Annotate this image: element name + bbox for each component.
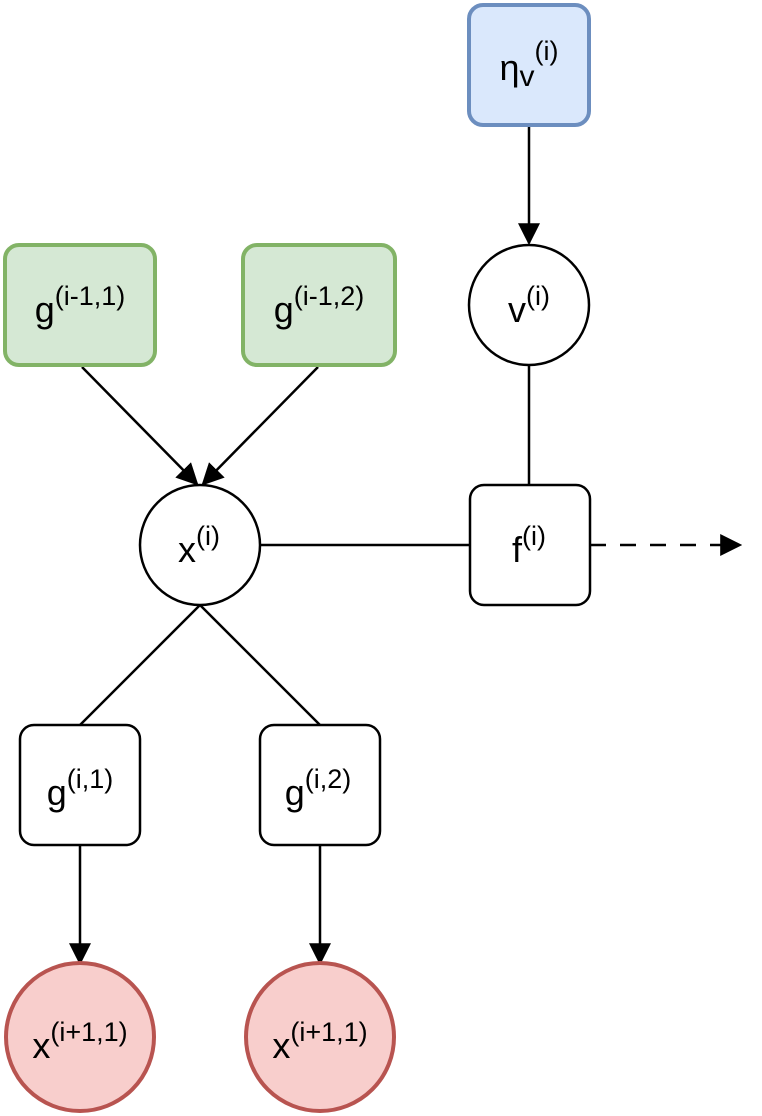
node-v-circle <box>467 243 591 367</box>
node-g-prev-1-box <box>3 243 157 367</box>
node-x-next-2-label: x(i+1,1) <box>272 1017 367 1066</box>
node-g-1-box <box>18 723 142 847</box>
node-eta-v-label: ηv(i) <box>499 36 558 93</box>
node-g-prev-2-label: g(i-1,2) <box>274 281 365 330</box>
node-g-1: g(i,1) <box>18 723 142 847</box>
node-g-1-label: g(i,1) <box>47 764 114 813</box>
node-x: x(i) <box>138 483 262 607</box>
edge-g-prev-2-to-x <box>201 366 319 486</box>
node-x-next-1-label: x(i+1,1) <box>32 1017 127 1066</box>
node-x-next-2: x(i+1,1) <box>244 961 396 1113</box>
edge-x-to-g1 <box>79 604 201 726</box>
node-x-label: x(i) <box>178 521 220 570</box>
node-eta-v: ηv(i) <box>467 3 591 127</box>
node-x-circle <box>138 483 262 607</box>
node-f-label: f(i) <box>512 521 546 570</box>
node-g-2-box <box>258 723 382 847</box>
edge-x-to-g2 <box>199 604 321 726</box>
node-x-next-2-circle <box>244 961 396 1113</box>
node-g-prev-1: g(i-1,1) <box>3 243 157 367</box>
node-x-next-1-circle <box>4 961 156 1113</box>
node-v: v(i) <box>467 243 591 367</box>
edges-group <box>69 125 743 966</box>
edge-g-prev-1-to-x <box>81 366 199 486</box>
nodes-group: ηv(i) v(i) g(i-1,1) g(i-1,2) <box>3 3 592 1113</box>
node-x-next-1: x(i+1,1) <box>4 961 156 1113</box>
node-f-box <box>468 483 592 607</box>
node-g-prev-1-label: g(i-1,1) <box>35 281 126 330</box>
node-eta-v-box <box>467 3 591 127</box>
node-g-prev-2-box <box>241 243 397 367</box>
node-g-prev-2: g(i-1,2) <box>241 243 397 367</box>
node-v-label: v(i) <box>508 281 550 330</box>
node-f: f(i) <box>468 483 592 607</box>
node-g-2: g(i,2) <box>258 723 382 847</box>
node-g-2-label: g(i,2) <box>285 764 352 813</box>
